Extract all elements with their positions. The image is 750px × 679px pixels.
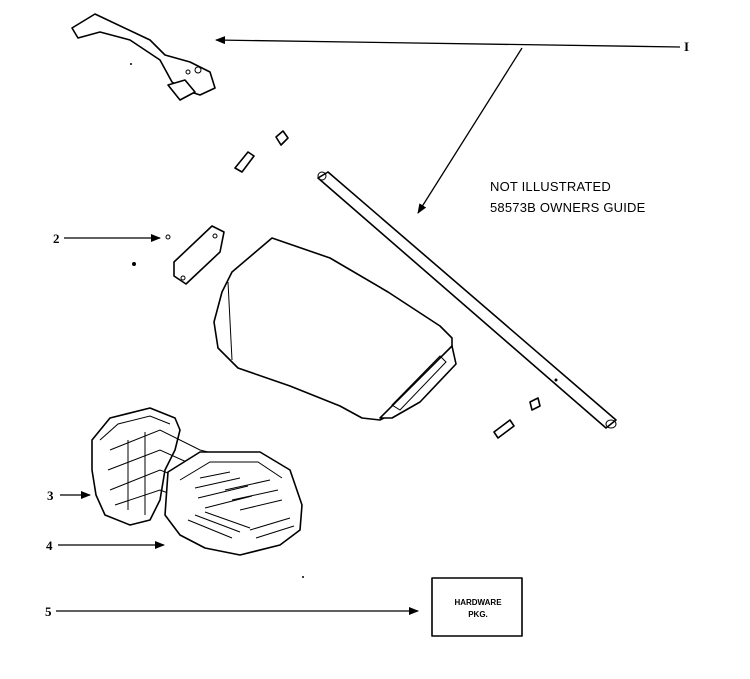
note-not-illustrated: NOT ILLUSTRATED (490, 179, 611, 194)
bracket-plate-part (132, 225, 225, 285)
speck (302, 576, 304, 578)
callout-3: 3 (47, 488, 54, 503)
leader-lines (56, 36, 681, 615)
callout-2: 2 (53, 231, 60, 246)
callout-1: I (684, 39, 689, 54)
handle-bracket-part (71, 13, 216, 101)
frame-rod-part (317, 171, 617, 429)
vent-pattern (187, 471, 295, 539)
hardware-label-line2: PKG. (468, 610, 488, 619)
leader-1-handle (215, 36, 681, 48)
small-bolts-upper (234, 130, 289, 173)
callout-4: 4 (46, 538, 53, 553)
note-owners-guide: 58573B OWNERS GUIDE (490, 200, 646, 215)
small-bolts-lower (493, 397, 541, 439)
front-cover-part (164, 451, 303, 556)
leader-1-rod (417, 47, 523, 214)
hardware-label-line1: HARDWARE (454, 598, 502, 607)
speck (130, 63, 132, 65)
grass-bag-part (213, 237, 457, 421)
callout-5: 5 (45, 604, 52, 619)
hardware-package-part: HARDWARE PKG. (431, 577, 523, 637)
